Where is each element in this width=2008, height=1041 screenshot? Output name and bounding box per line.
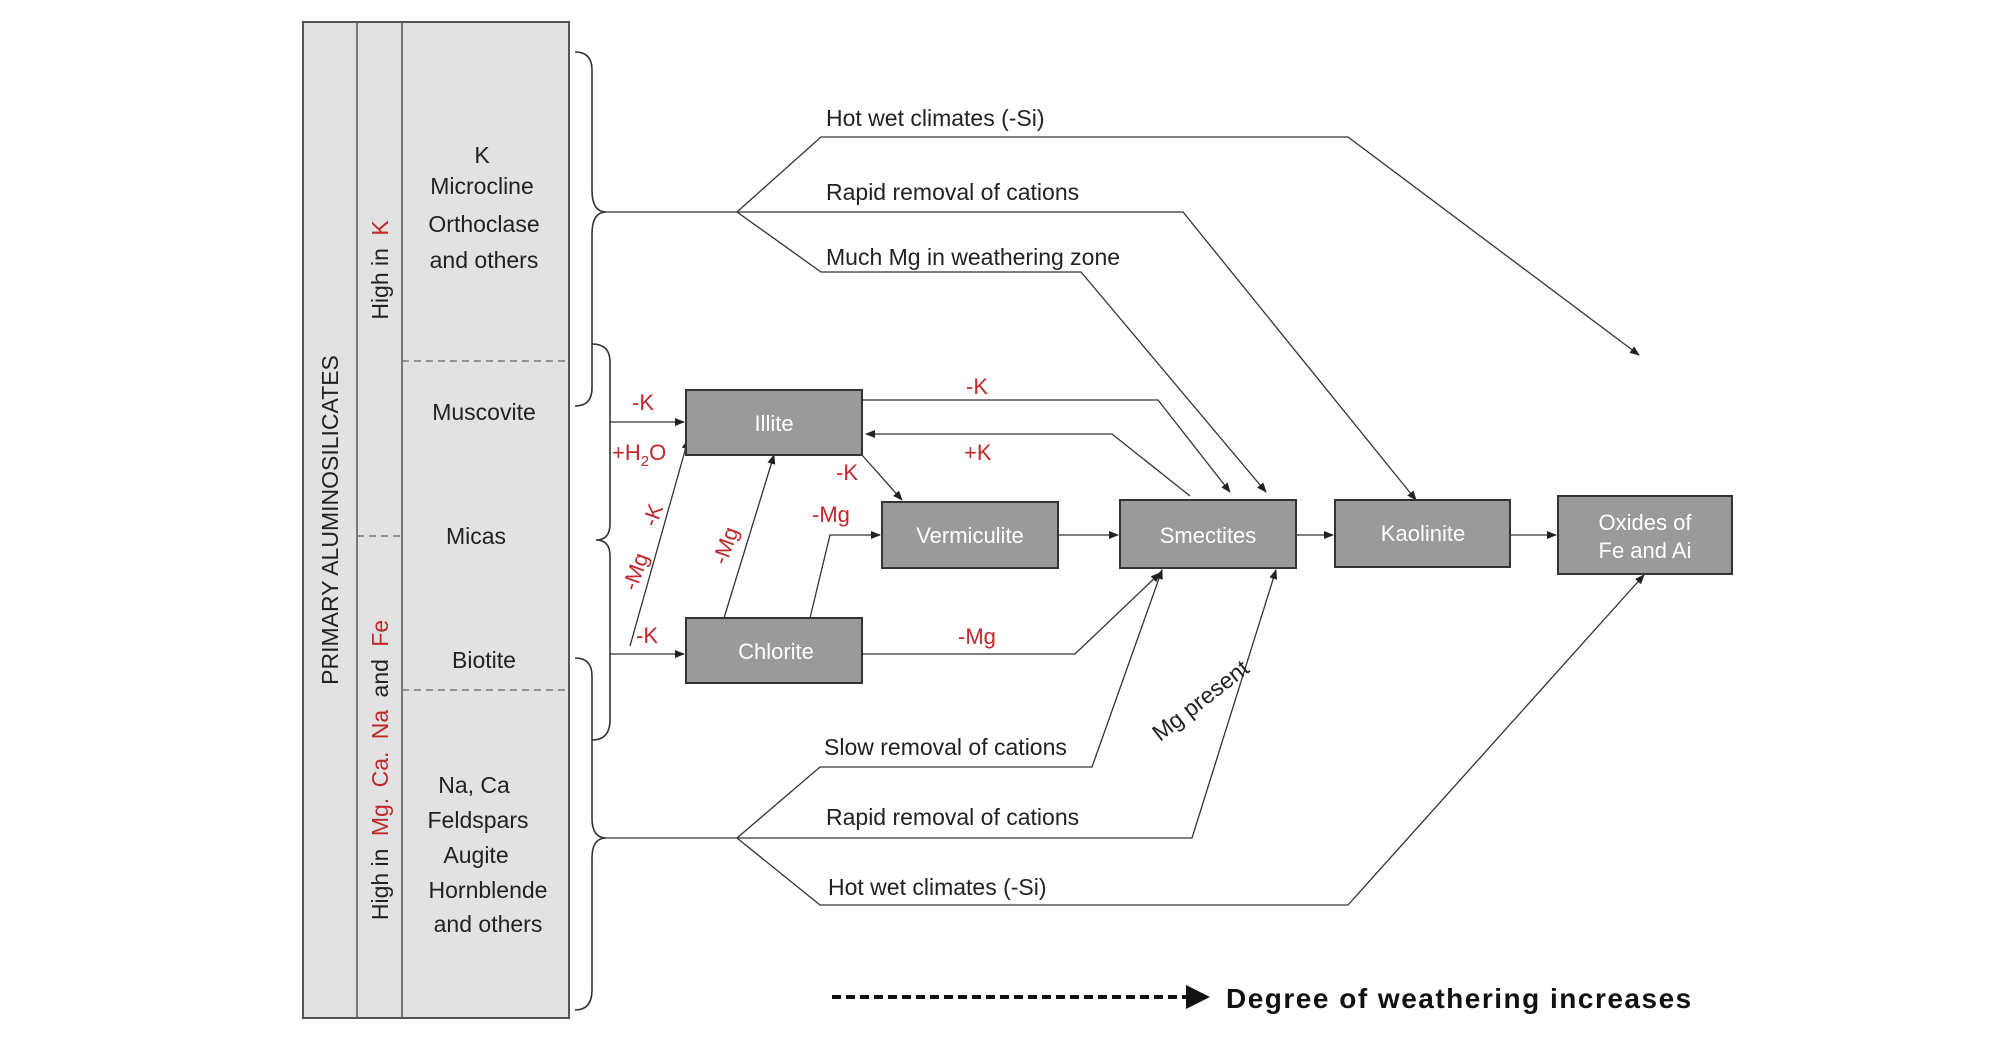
brace-micas (591, 343, 611, 741)
group-bottom-and: and (367, 659, 393, 697)
path-top-hot-wet (736, 136, 1640, 356)
box-chlorite: Chlorite (685, 617, 863, 684)
path-bottom-slow (736, 569, 1163, 839)
path-top-much-mg (736, 211, 1267, 493)
group-bottom-prefix: High in (367, 849, 393, 921)
legend: Degree of weathering increases (832, 983, 1693, 1014)
mineral-k-others: and others (430, 247, 539, 273)
label-top-hot-wet: Hot wet climates (-Si) (826, 105, 1045, 131)
group-bottom-na: Na (367, 710, 393, 740)
reaction-chlorite-vermiculite: -Mg (812, 502, 850, 527)
mineral-naca: Na, Ca (438, 772, 510, 798)
label-bottom-slow: Slow removal of cations (824, 734, 1067, 760)
box-smectites: Smectites (1119, 499, 1297, 569)
group-bottom-label: High in Mg. Ca. Na and Fe (367, 620, 393, 920)
top-pathways: Hot wet climates (-Si) Rapid removal of … (606, 105, 1640, 501)
group-bottom-ca: Ca. (367, 752, 393, 788)
mineral-augite: Augite (443, 842, 508, 868)
reaction-smectites-illite: +K (964, 440, 992, 465)
mineral-naca-others: and others (434, 911, 543, 937)
reaction-h2o-prefix: +H (612, 440, 641, 465)
legend-text: Degree of weathering increases (1226, 983, 1693, 1014)
reaction-h2o-suffix: O (649, 440, 666, 465)
mineral-hornblende: Hornblende (429, 877, 548, 903)
label-bottom-hot-wet: Hot wet climates (-Si) (828, 874, 1047, 900)
box-vermiculite: Vermiculite (881, 501, 1059, 569)
path-top-rapid (737, 211, 1417, 501)
label-top-rapid: Rapid removal of cations (826, 179, 1079, 205)
box-illite: Illite (685, 389, 863, 456)
panel-header: PRIMARY ALUMINOSILICATES (317, 355, 343, 685)
label-bottom-rapid: Rapid removal of cations (826, 804, 1079, 830)
label-top-much-mg: Much Mg in weathering zone (826, 244, 1120, 270)
reaction-illite-smectites: -K (966, 374, 988, 399)
label-mg-present: Mg present (1147, 654, 1254, 746)
group-bottom-mg: Mg. (367, 798, 393, 836)
reaction-illite-vermiculite: -K (836, 460, 858, 485)
path-bottom-rapid (737, 569, 1278, 839)
brace-naca-group (574, 657, 607, 1011)
reaction-biotite-mg: -Mg (617, 550, 653, 594)
box-illite-label: Illite (754, 411, 793, 436)
reaction-chlorite-illite: -Mg (707, 524, 743, 568)
box-smectites-label: Smectites (1160, 523, 1257, 548)
mineral-biotite: Biotite (452, 647, 516, 673)
group-top-element-k: K (367, 220, 393, 236)
group-bottom-fe: Fe (367, 620, 393, 647)
path-bottom-hot-wet (736, 574, 1645, 906)
box-kaolinite-label: Kaolinite (1381, 521, 1465, 546)
mineral-k: K (474, 142, 490, 168)
group-top-prefix: High in (367, 248, 393, 320)
box-oxides-label-line1: Oxides of (1599, 510, 1693, 535)
reaction-chlorite-smectites: -Mg (958, 624, 996, 649)
brace-k-group (574, 51, 607, 407)
mineral-muscovite: Muscovite (432, 399, 536, 425)
inner-arrows (610, 399, 1557, 658)
left-panel: PRIMARY ALUMINOSILICATES High in K High … (302, 21, 570, 1019)
box-oxides: Oxides of Fe and Ai (1557, 495, 1733, 575)
mineral-feldspars: Feldspars (428, 807, 529, 833)
group-top-label: High in K (367, 220, 393, 320)
reaction-h2o: +H2O (612, 440, 666, 470)
box-kaolinite: Kaolinite (1334, 499, 1511, 568)
box-vermiculite-label: Vermiculite (916, 523, 1024, 548)
mineral-microcline: Microcline (430, 173, 534, 199)
reaction-biotite-chlorite: -K (636, 623, 658, 648)
braces (574, 51, 611, 1011)
reaction-muscovite-k: -K (632, 390, 654, 415)
mineral-orthoclase: Orthoclase (428, 211, 539, 237)
reaction-h2o-sub: 2 (641, 453, 649, 470)
mineral-micas: Micas (446, 523, 506, 549)
box-oxides-label-line2: Fe and Ai (1599, 538, 1692, 563)
box-chlorite-label: Chlorite (738, 639, 814, 664)
